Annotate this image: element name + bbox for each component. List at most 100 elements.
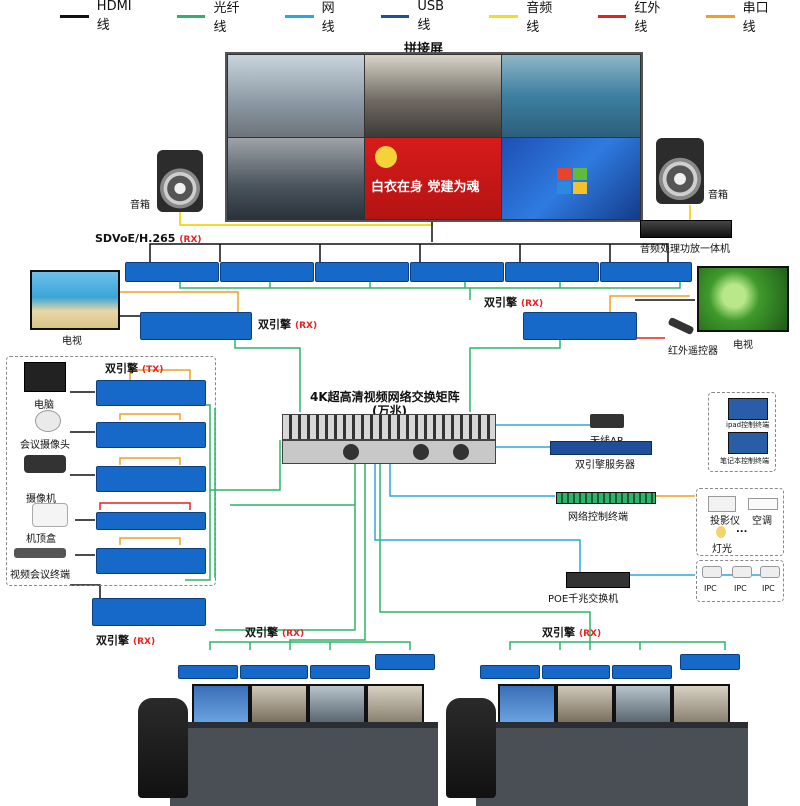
engine-right-text: 双引擎 — [484, 296, 517, 309]
hdmi-drop — [219, 244, 611, 262]
tx-device — [96, 548, 206, 574]
network-line — [374, 462, 581, 572]
console-monitor — [556, 684, 614, 724]
fiber-line — [469, 340, 561, 412]
console-monitor — [250, 684, 308, 724]
engine-server-label: 双引擎服务器 — [575, 460, 635, 471]
serial-line — [119, 537, 181, 545]
legend-item: 红外线 — [597, 0, 672, 35]
tx-device — [96, 466, 206, 492]
legend: HDMI线 光纤线 网线 USB线 音频线 红外线 串口线 — [60, 0, 780, 35]
fan-icon — [343, 444, 359, 460]
rx-device — [220, 262, 314, 282]
chair-icon — [138, 698, 188, 798]
source-label: 机顶盒 — [26, 534, 56, 545]
wall-panel — [501, 54, 641, 138]
ipc-label: IPC — [734, 584, 747, 593]
source-group — [6, 356, 216, 586]
chair-icon — [446, 698, 496, 798]
ir-remote-label: 红外遥控器 — [668, 346, 718, 357]
laptop-label: 笔记本控制终端 — [720, 457, 769, 465]
computer-icon — [24, 362, 66, 392]
rx-device — [600, 262, 692, 282]
fiber-drop — [269, 280, 561, 288]
fiber-bus — [509, 641, 726, 650]
legend-label: HDMI线 — [96, 0, 132, 33]
windows-logo-icon — [557, 168, 571, 180]
console-rx-device — [480, 665, 540, 679]
matrix-chassis — [282, 440, 496, 464]
engine-device — [523, 312, 637, 340]
source-label: 会议摄像头 — [20, 440, 70, 451]
wall-panel-banner: 白衣在身 党建为魂 — [364, 137, 502, 220]
console-monitor — [192, 684, 250, 724]
console-right-label: 双引擎(RX) — [542, 624, 601, 640]
matrix-switch — [282, 414, 496, 440]
engine-right-label: 双引擎(RX) — [484, 294, 543, 310]
video-wall: 白衣在身 党建为魂 — [225, 52, 643, 222]
amp-device — [640, 220, 732, 238]
tv-left-label: 电视 — [62, 336, 82, 347]
aircon-label: 空调 — [752, 516, 772, 527]
fiber-line — [234, 340, 301, 412]
hdmi-bus — [149, 243, 669, 262]
legend-item: 音频线 — [489, 0, 563, 35]
console-monitor — [498, 684, 556, 724]
legend-swatch — [284, 14, 314, 18]
engine-left-label: 双引擎(RX) — [258, 316, 317, 332]
console-left-label: 双引擎(RX) — [245, 624, 304, 640]
wall-panel — [227, 54, 365, 138]
speaker-icon — [656, 138, 704, 204]
console-rx-device — [542, 665, 610, 679]
legend-swatch — [705, 14, 735, 18]
sdvoe-label: SDVoE/H.265(RX) — [95, 232, 202, 245]
control-terminal-group — [708, 392, 776, 472]
source-label: 电脑 — [34, 400, 54, 411]
engine-left-tag: (RX) — [295, 321, 318, 331]
legend-swatch — [597, 14, 627, 18]
console-monitor — [672, 684, 730, 724]
serial-line — [119, 457, 181, 465]
tv-icon — [30, 270, 120, 330]
windows-logo-tile — [573, 182, 587, 194]
net-control-device — [556, 492, 656, 504]
legend-swatch — [60, 14, 89, 18]
windows-logo-tile — [573, 168, 587, 180]
settop-box-icon — [32, 503, 68, 527]
legend-label: 串口线 — [742, 1, 769, 35]
server-device — [550, 441, 652, 455]
wall-banner-text: 白衣在身 党建为魂 — [371, 180, 480, 195]
ipc-camera-icon — [760, 566, 780, 578]
light-label: 灯光 — [712, 544, 732, 555]
legend-label: 网线 — [321, 1, 335, 35]
tx-label: 双引擎(TX) — [105, 360, 163, 376]
legend-item: HDMI线 — [60, 0, 143, 33]
fiber-line — [289, 462, 366, 650]
tx-tag: (TX) — [142, 365, 164, 375]
fiber-bus — [179, 280, 681, 289]
console-rx-device — [178, 665, 238, 679]
legend-item: USB线 — [380, 0, 456, 33]
laptop-icon — [728, 432, 768, 454]
fan-icon — [413, 444, 429, 460]
legend-label: 音频线 — [526, 1, 553, 35]
fiber-line — [210, 440, 281, 491]
serial-line — [119, 413, 181, 420]
tablet-icon — [728, 398, 768, 420]
projector-icon — [708, 496, 736, 512]
legend-label: USB线 — [417, 0, 445, 33]
aircon-icon — [748, 498, 778, 510]
bottom-engine-text: 双引擎 — [96, 634, 129, 647]
engine-device — [140, 312, 252, 340]
console-rx-device — [680, 654, 740, 670]
rx-device — [410, 262, 504, 282]
sdvoe-tag: (RX) — [179, 235, 202, 245]
bottom-engine-tag: (RX) — [133, 637, 156, 647]
console-monitor — [614, 684, 672, 724]
wall-panel-windows — [501, 137, 641, 220]
ipc-label: IPC — [762, 584, 775, 593]
rx-device — [125, 262, 219, 282]
router-icon — [590, 414, 624, 428]
conference-terminal-icon — [14, 548, 66, 558]
projector-label: 投影仪 — [710, 516, 740, 527]
